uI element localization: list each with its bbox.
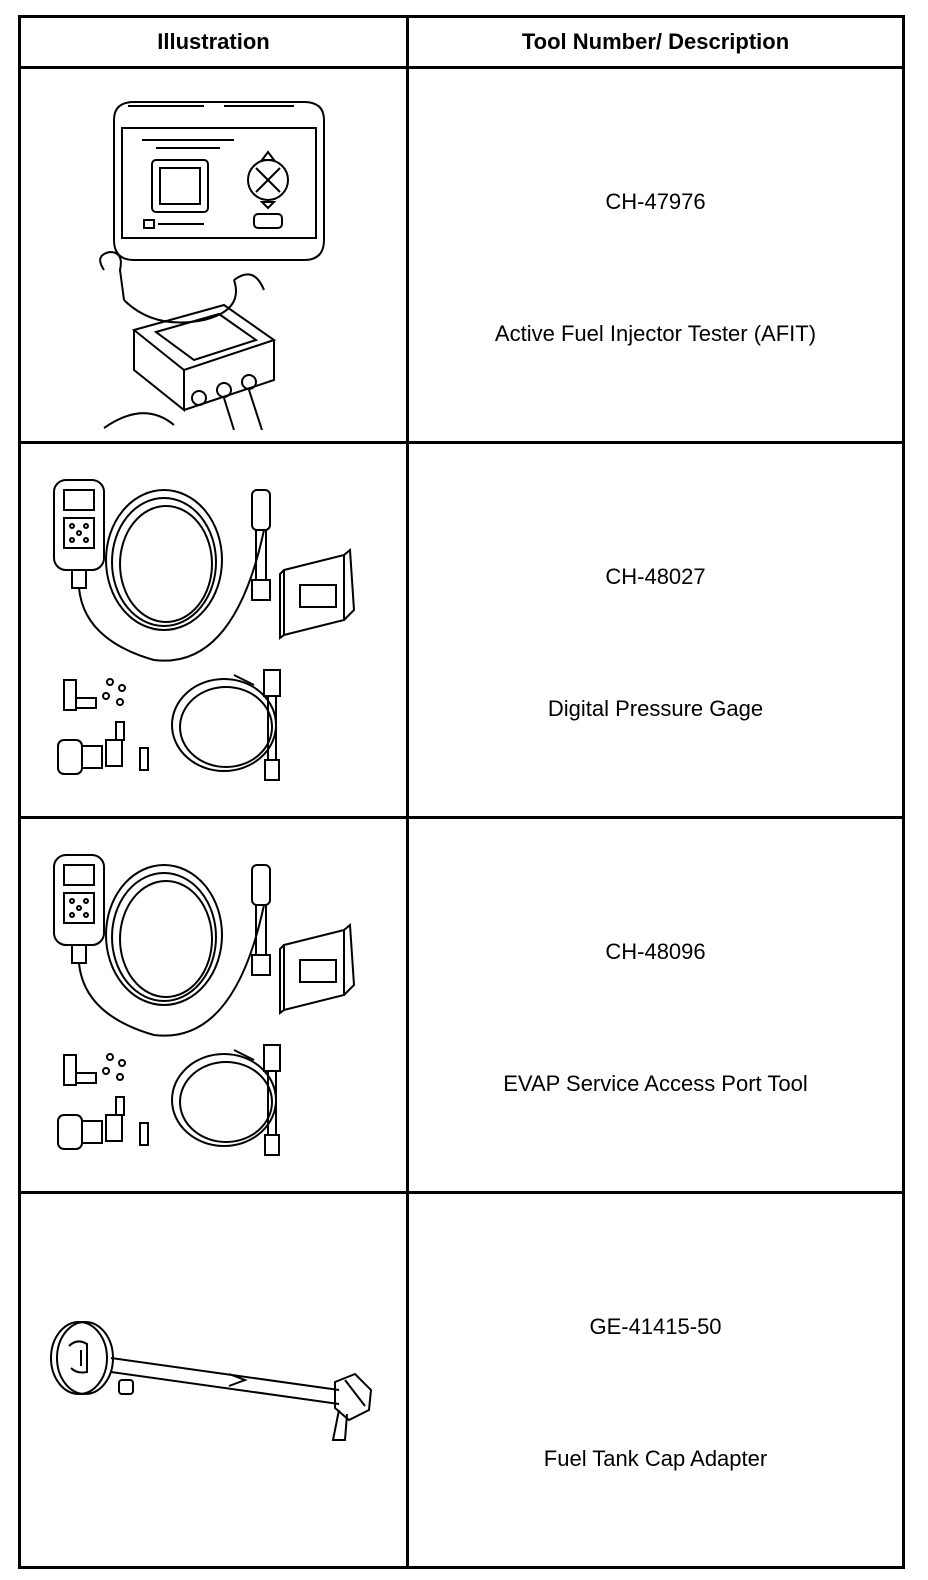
tool-number: CH-48096 <box>605 939 706 964</box>
illustration-cell <box>18 816 409 1194</box>
table-row: CH-47976 Active Fuel Injector Tester (AF… <box>18 66 905 444</box>
tool-number: GE-41415-50 <box>589 1314 722 1339</box>
illustration-cell <box>18 66 409 444</box>
illustration-cell <box>18 1191 409 1569</box>
table-row: CH-48027 Digital Pressure Gage <box>18 441 905 819</box>
illustration-cell <box>18 441 409 819</box>
evap-service-access-port-kit-drawing <box>52 854 355 1156</box>
tool-table: Illustration Tool Number/ Description <box>18 15 905 1569</box>
description-cell: CH-47976 Active Fuel Injector Tester (AF… <box>406 66 905 444</box>
active-fuel-injector-tester-drawing <box>98 101 325 430</box>
description-cell: CH-48027 Digital Pressure Gage <box>406 441 905 819</box>
description-cell: CH-48096 EVAP Service Access Port Tool <box>406 816 905 1194</box>
tool-description: Fuel Tank Cap Adapter <box>543 1446 768 1471</box>
digital-pressure-gage-kit-drawing <box>52 479 355 781</box>
header-row: Illustration Tool Number/ Description <box>18 15 905 69</box>
table-row: GE-41415-50 Fuel Tank Cap Adapter <box>18 1191 905 1569</box>
illustration-header: Illustration <box>18 15 409 69</box>
tool-header: Tool Number/ Description <box>406 15 905 69</box>
description-cell: GE-41415-50 Fuel Tank Cap Adapter <box>406 1191 905 1569</box>
tool-description: Digital Pressure Gage <box>547 696 764 721</box>
tool-description: EVAP Service Access Port Tool <box>503 1071 808 1096</box>
fuel-tank-cap-adapter-drawing <box>49 1321 372 1441</box>
tool-number: CH-48027 <box>605 564 706 589</box>
tool-number: CH-47976 <box>605 189 706 214</box>
table-row: CH-48096 EVAP Service Access Port Tool <box>18 816 905 1194</box>
tool-description: Active Fuel Injector Tester (AFIT) <box>494 321 817 346</box>
